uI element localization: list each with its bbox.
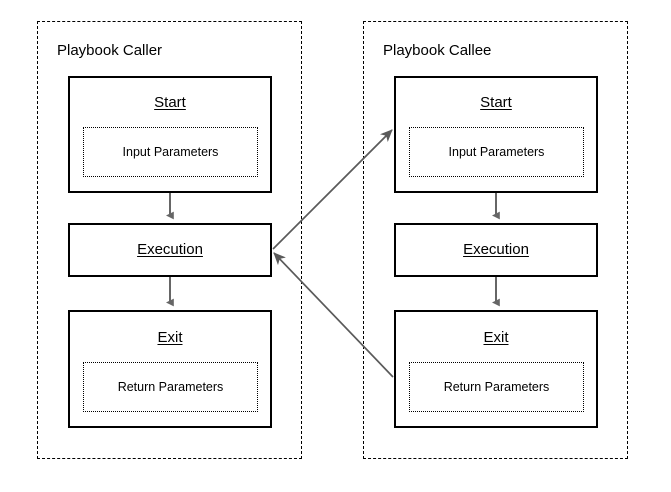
panel-callee-title: Playbook Callee <box>383 42 492 59</box>
node-callee-execution[interactable] <box>394 223 598 277</box>
caller-exit-param-label: Return Parameters <box>117 379 224 394</box>
callee-exit-param-label: Return Parameters <box>443 379 550 394</box>
node-callee-execution-title: Execution <box>463 241 529 258</box>
caller-exit-param-box: Return Parameters <box>83 362 258 412</box>
node-caller-exit[interactable] <box>68 310 272 428</box>
node-caller-execution[interactable] <box>68 223 272 277</box>
callee-start-param-label: Input Parameters <box>448 144 545 159</box>
node-callee-exit[interactable] <box>394 310 598 428</box>
node-callee-exit-title: Exit <box>483 329 509 346</box>
panel-caller-title: Playbook Caller <box>57 42 163 59</box>
node-callee-start[interactable] <box>394 76 598 193</box>
node-caller-execution-title: Execution <box>137 241 203 258</box>
node-caller-exit-title: Exit <box>157 329 183 346</box>
callee-start-param-box: Input Parameters <box>409 127 584 177</box>
caller-start-param-label: Input Parameters <box>122 144 219 159</box>
node-caller-start-title: Start <box>154 94 186 111</box>
node-caller-start[interactable] <box>68 76 272 193</box>
node-callee-start-title: Start <box>480 94 512 111</box>
callee-exit-param-box: Return Parameters <box>409 362 584 412</box>
caller-start-param-box: Input Parameters <box>83 127 258 177</box>
